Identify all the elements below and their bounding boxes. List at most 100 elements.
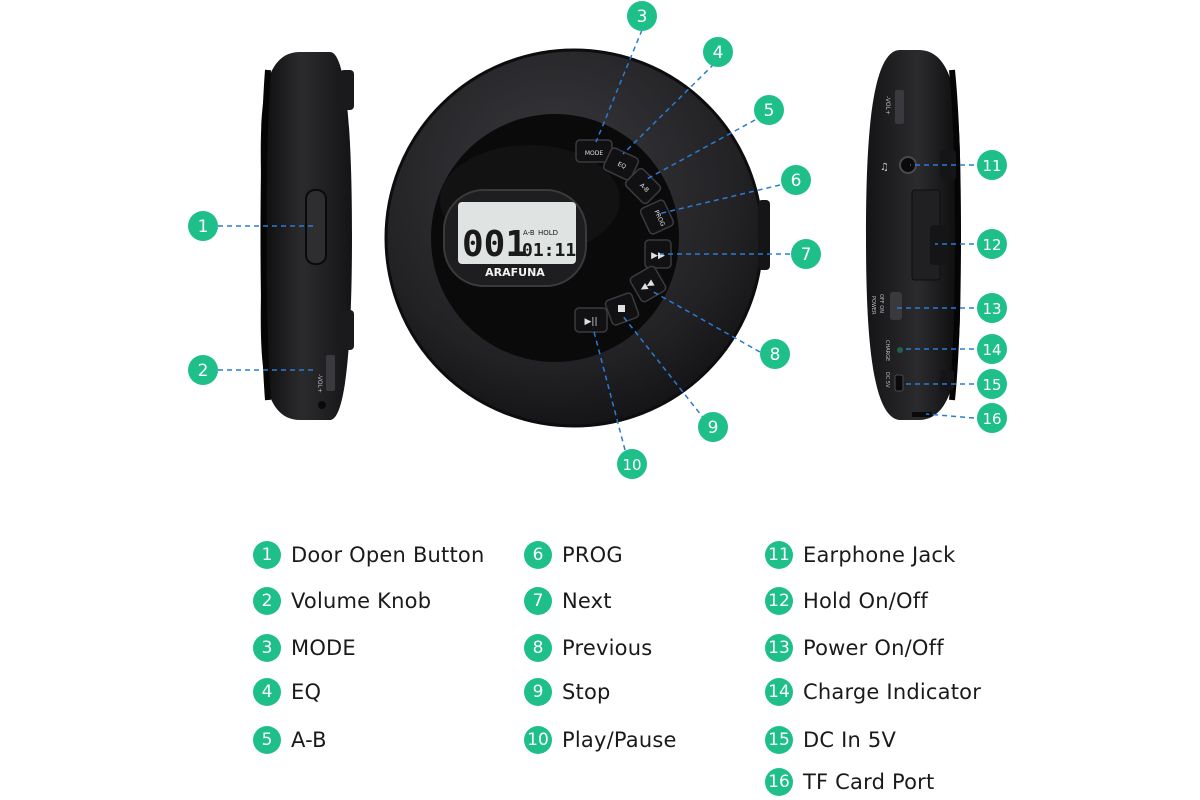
callout-badge xyxy=(977,369,1007,399)
legend-label: EQ xyxy=(291,680,322,704)
legend-number: 16 xyxy=(765,768,793,796)
legend-label: PROG xyxy=(562,543,623,567)
headphone-icon: ♫ xyxy=(880,162,889,173)
off-on-label: OFF ON xyxy=(878,294,884,313)
legend-number: 9 xyxy=(524,678,552,706)
callout-number: 3 xyxy=(637,7,648,27)
earphone-jack[interactable] xyxy=(899,156,917,174)
legend-label: TF Card Port xyxy=(803,770,935,794)
lcd-hold-indicator: HOLD xyxy=(538,229,558,237)
leader-lines xyxy=(218,29,975,451)
callout-badge xyxy=(760,339,790,369)
power-label: POWER xyxy=(870,296,876,315)
legend-item: 16 TF Card Port xyxy=(765,768,934,796)
legend-label: Next xyxy=(562,589,612,613)
dc-port[interactable] xyxy=(894,374,904,392)
callout-badge xyxy=(188,355,218,385)
callout-number: 12 xyxy=(982,236,1001,254)
door-open-button[interactable] xyxy=(305,189,327,265)
hold-switch[interactable] xyxy=(930,225,946,265)
lcd-track: 001 xyxy=(462,224,527,265)
charge-label: CHARGE xyxy=(884,340,890,361)
callout-number: 6 xyxy=(791,171,802,191)
legend-number: 14 xyxy=(765,678,793,706)
callout-number: 14 xyxy=(982,341,1001,359)
legend-label: Play/Pause xyxy=(562,728,677,752)
callout-badge xyxy=(977,150,1007,180)
callout-number: 9 xyxy=(708,418,719,438)
callout-number: 8 xyxy=(770,345,781,365)
tf-card-port[interactable] xyxy=(912,412,932,417)
callout-badge xyxy=(188,211,218,241)
legend-number: 13 xyxy=(765,634,793,662)
legend-label: MODE xyxy=(291,636,356,660)
right-vol-label: -VOL+ xyxy=(884,96,891,115)
lcd-screen xyxy=(458,202,576,264)
legend-item: 3 MODE xyxy=(253,634,356,662)
legend-label: Power On/Off xyxy=(803,636,944,660)
legend-label: DC In 5V xyxy=(803,728,897,752)
eq-label: EQ xyxy=(616,161,627,171)
legend-number: 4 xyxy=(253,678,281,706)
callout-number: 16 xyxy=(982,410,1001,428)
legend-number: 1 xyxy=(253,541,281,569)
legend-number: 7 xyxy=(524,587,552,615)
callout-number: 7 xyxy=(801,245,812,265)
callout-badge xyxy=(781,165,811,195)
legend-item: 8 Previous xyxy=(524,634,652,662)
callout-number: 13 xyxy=(982,300,1001,318)
legend-item: 13 Power On/Off xyxy=(765,634,944,662)
legend-item: 1 Door Open Button xyxy=(253,541,484,569)
legend-number: 5 xyxy=(253,726,281,754)
legend-item: 5 A-B xyxy=(253,726,327,754)
callout-number: 10 xyxy=(622,456,641,474)
mode-label: MODE xyxy=(585,150,604,157)
play-pause-button[interactable] xyxy=(574,307,608,333)
legend-item: 15 DC In 5V xyxy=(765,726,896,754)
legend-number: 15 xyxy=(765,726,793,754)
legend-label: Earphone Jack xyxy=(803,543,956,567)
prog-button[interactable] xyxy=(639,199,675,235)
legend-item: 9 Stop xyxy=(524,678,611,706)
next-icon: ▶▶ xyxy=(651,251,665,261)
callout-badge xyxy=(977,403,1007,433)
previous-button[interactable] xyxy=(629,265,667,303)
legend-label: A-B xyxy=(291,728,327,752)
stop-icon xyxy=(618,305,625,312)
volume-knob[interactable] xyxy=(326,355,335,391)
callout-number: 2 xyxy=(198,361,209,381)
callout-badge xyxy=(698,412,728,442)
legend-label: Door Open Button xyxy=(291,543,485,567)
legend-number: 8 xyxy=(524,634,552,662)
eq-button[interactable] xyxy=(602,147,640,181)
play-pause-icon: ▶|| xyxy=(585,317,598,327)
legend-label: Hold On/Off xyxy=(803,589,928,613)
callout-badge xyxy=(977,293,1007,323)
legend-item: 14 Charge Indicator xyxy=(765,678,981,706)
power-switch[interactable] xyxy=(890,292,902,320)
dc5v-label: DC 5V xyxy=(884,372,890,388)
legend-label: Stop xyxy=(562,680,611,704)
legend-number: 12 xyxy=(765,587,793,615)
legend-label: Previous xyxy=(562,636,653,660)
legend-number: 3 xyxy=(253,634,281,662)
callout-badge xyxy=(977,334,1007,364)
lcd-time: 01:11 xyxy=(522,240,576,261)
legend-label: Charge Indicator xyxy=(803,680,982,704)
right-side-view: -VOL+ ♫ POWER OFF ON CHARGE DC 5V xyxy=(866,50,961,420)
callout-number: 1 xyxy=(198,217,209,237)
ab-button[interactable] xyxy=(624,167,662,205)
legend-item: 4 EQ xyxy=(253,678,321,706)
callout-badge xyxy=(977,229,1007,259)
callout-number: 5 xyxy=(764,101,775,121)
button-arc xyxy=(574,139,675,333)
callout-badge xyxy=(791,239,821,269)
legend-item: 12 Hold On/Off xyxy=(765,587,928,615)
charge-indicator xyxy=(897,347,903,353)
